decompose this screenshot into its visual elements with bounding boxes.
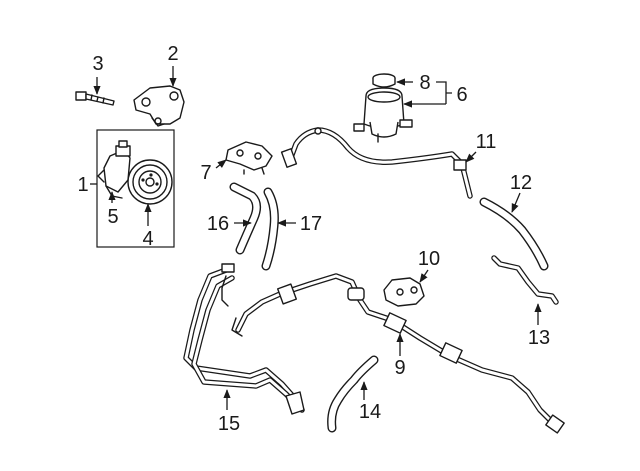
callout-15: 15: [218, 413, 240, 435]
hose-17-part: [261, 187, 279, 271]
callout-9: 9: [394, 357, 405, 379]
return-line-part: [280, 127, 473, 199]
hose-16-part: [229, 182, 262, 255]
callout-3: 3: [92, 53, 103, 75]
callout-5: 5: [107, 206, 118, 228]
callout-12: 12: [510, 172, 532, 194]
callout-labels: 3 2 1 5 4 8 6 7 11 12 16 17 10 13 9 14 1…: [77, 43, 550, 435]
callout-13: 13: [528, 327, 550, 349]
reservoir-part: [353, 73, 413, 143]
hose-14-part: [327, 355, 379, 433]
tube-13-part: [491, 255, 559, 305]
callout-11: 11: [476, 131, 497, 153]
callout-1: 1: [77, 174, 88, 196]
callout-8: 8: [419, 72, 430, 94]
callout-6: 6: [456, 84, 467, 106]
leader-10: [419, 269, 429, 283]
callout-4: 4: [142, 228, 153, 250]
leader-12: [511, 192, 521, 213]
power-steering-pump-part: [97, 140, 173, 205]
bracket-part: [133, 85, 185, 127]
callout-7: 7: [200, 162, 211, 184]
callout-16: 16: [207, 213, 229, 235]
leader-6-bracket: [436, 81, 452, 104]
clamp-part: [383, 277, 425, 307]
leader-11: [465, 151, 477, 163]
callout-2: 2: [167, 43, 178, 65]
leader-lines: [90, 66, 542, 410]
callout-14: 14: [359, 401, 381, 423]
pump-assembly-frame: [96, 129, 175, 248]
pressure-line-part: [231, 273, 565, 434]
leader-7: [215, 159, 227, 169]
callout-10: 10: [418, 248, 440, 270]
bolt-part: [75, 91, 115, 106]
callout-17: 17: [300, 213, 322, 235]
hose-bracket-part: [225, 141, 273, 175]
return-hose-part: [479, 197, 549, 271]
cooler-tube-part: [183, 263, 305, 415]
